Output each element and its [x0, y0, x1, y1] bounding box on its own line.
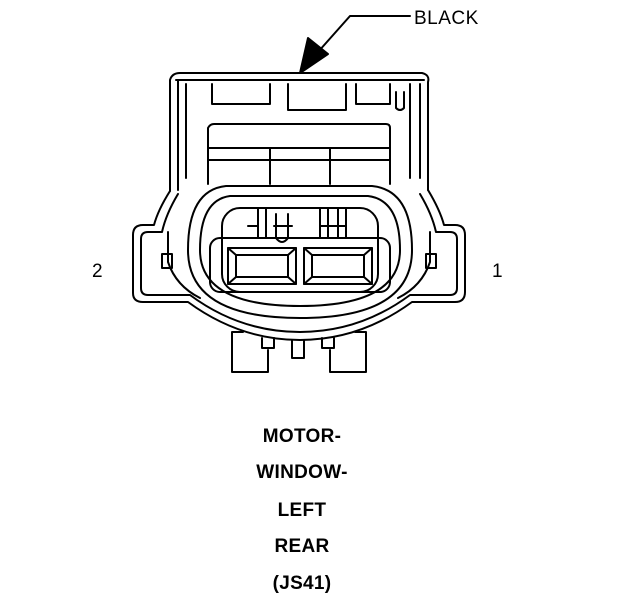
callout-leader: [299, 15, 411, 74]
terminal-pin-2: [227, 247, 297, 285]
connector-base-tabs: [231, 331, 367, 373]
caption-line-1: MOTOR-: [262, 426, 342, 447]
caption-line-5: (JS41): [272, 573, 332, 594]
caption-line-4: REAR: [274, 536, 330, 557]
caption-line-3: LEFT: [277, 500, 327, 521]
wire-color-label: BLACK: [414, 8, 479, 29]
terminal-cavity: [187, 185, 413, 319]
caption-line-2: WINDOW-: [256, 462, 348, 483]
pin-number-2-label: 2: [92, 261, 103, 282]
connector-latch: [169, 72, 430, 192]
connector-body: [132, 189, 466, 341]
pin-number-1-label: 1: [492, 261, 503, 282]
terminal-pin-1: [303, 247, 373, 285]
